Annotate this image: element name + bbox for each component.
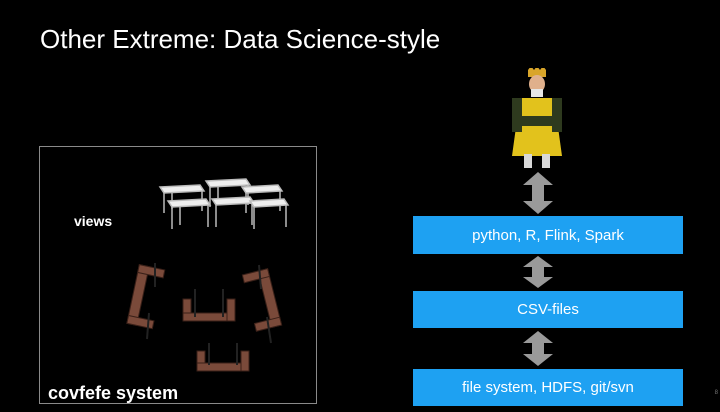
double-arrow-icon <box>523 331 553 366</box>
stack-layer-storage: file system, HDFS, git/svn <box>413 369 683 406</box>
slide-title: Other Extreme: Data Science-style <box>40 24 441 54</box>
views-label: views <box>74 213 113 229</box>
double-arrow-icon <box>523 256 553 288</box>
clamp-bottom <box>196 350 250 372</box>
table-5 <box>210 196 256 227</box>
clamps-icon <box>126 263 283 372</box>
table-4 <box>166 198 212 229</box>
stack-layer-compute: python, R, Flink, Spark <box>413 216 683 254</box>
double-arrow-icon <box>523 172 553 214</box>
clamp-middle <box>182 298 236 322</box>
tables-icon <box>158 178 290 229</box>
table-3 <box>240 184 284 213</box>
clamp-right <box>241 268 283 332</box>
system-panel: views <box>39 146 317 404</box>
page-number: 8 <box>714 390 718 396</box>
clamp-left <box>126 264 166 330</box>
king-figure-icon <box>512 68 562 168</box>
stack-layer-csv: CSV-files <box>413 291 683 328</box>
table-6 <box>248 198 290 229</box>
system-label: covfefe system <box>48 383 179 403</box>
